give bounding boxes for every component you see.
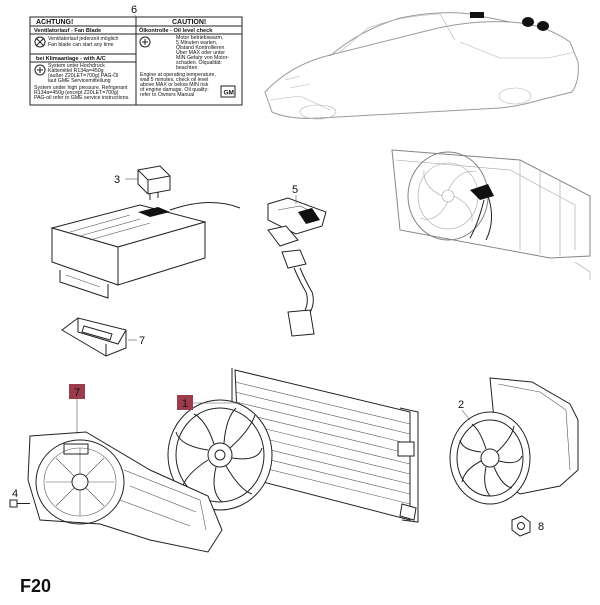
label-ac-line4: laut GME Servicemitteilung [48, 78, 111, 84]
callout-1: 1 [182, 398, 188, 410]
label-ac-line1: System unter Hochdruck [48, 63, 105, 69]
screw [9, 499, 30, 508]
label-oil-line11: of engine damage. Oil quality: [140, 87, 209, 93]
label-oil-line7: beachten [176, 65, 197, 71]
fan-radiator-assembly [391, 149, 591, 280]
resistor-harness [267, 197, 327, 337]
fan-clip [61, 317, 127, 357]
car-radiator-area-marks [470, 12, 549, 31]
label-ac-line3: (außer Z20LET=700g) PAG-Öl [48, 72, 118, 79]
callout-6: 6 [131, 4, 137, 16]
label-oil-line1: Motor betriebswarm, [176, 35, 223, 41]
label-oil-line4: Über MAX oder unter [176, 49, 225, 56]
label-ac-line6: R134a=450g (except Z20LET=700g) [34, 90, 119, 96]
fan-shroud [27, 431, 223, 553]
relay-box [50, 201, 241, 299]
fan-connector-wiring [469, 184, 494, 241]
label-oil-line10: above MAX or below MIN risk [140, 82, 209, 88]
label-ac-line7: PAG-oil refer to GME service instruction… [34, 95, 130, 101]
label-oil-line2: 5 Minuten warten, [176, 40, 217, 46]
callout-8: 8 [538, 521, 544, 533]
hex-nut [511, 515, 531, 537]
label-left-title: ACHTUNG! [36, 19, 73, 26]
hand-warning-icon [34, 36, 46, 48]
vehicle-outline [264, 12, 579, 120]
label-fan-de: Ventilatorlauf jederzeit möglich [48, 36, 118, 42]
label-fan-heading: Ventilatorlauf - Fan Blade [34, 28, 101, 34]
oil-can-icon [139, 36, 151, 48]
label-oil-heading: Ölkontrolle - Oil level check [139, 27, 213, 34]
callout-5: 5 [292, 184, 298, 196]
refrigerant-icon [34, 64, 46, 76]
cooling-fan-1 [167, 399, 273, 511]
cooling-fan-2 [449, 377, 579, 505]
fan-relay [137, 165, 171, 200]
callout-7-upper: 7 [139, 335, 145, 347]
gm-logo [220, 85, 236, 98]
label-oil-line12: refer to Owners Manual [140, 92, 194, 98]
callout-7-lower: 7 [74, 387, 80, 399]
callout-2: 2 [458, 399, 464, 411]
label-ac-line2: Kältemittel R134a=450g [48, 68, 104, 74]
label-oil-line9: wait 5 minutes, check oil level [140, 77, 208, 83]
callout-7-highlight [69, 384, 85, 399]
label-ac-line5: System under high pressure. Refrigerant [34, 85, 128, 91]
label-fan-en: Fan blade can start any time [48, 42, 114, 48]
callout-3: 3 [114, 174, 120, 186]
label-oil-line8: Engine at operating temperature, [140, 72, 216, 78]
warning-label: ACHTUNG! CAUTION! Ventilatorlauf - Fan B… [29, 16, 243, 106]
label-ac-title: bei Klimaanlage - with A/C [36, 56, 106, 62]
callout-4: 4 [12, 488, 18, 500]
label-oil-line5: MIN Gefahr von Motor- [176, 55, 229, 61]
gm-logo-text: GM [224, 90, 234, 97]
label-oil-line3: Ölstand Kontrollieren [176, 44, 225, 51]
callout-1-highlight [177, 395, 193, 410]
label-right-title: CAUTION! [172, 19, 206, 26]
figure-code: F20 [20, 576, 51, 596]
label-oil-line6: schaden. Ölqualität: [176, 59, 222, 66]
